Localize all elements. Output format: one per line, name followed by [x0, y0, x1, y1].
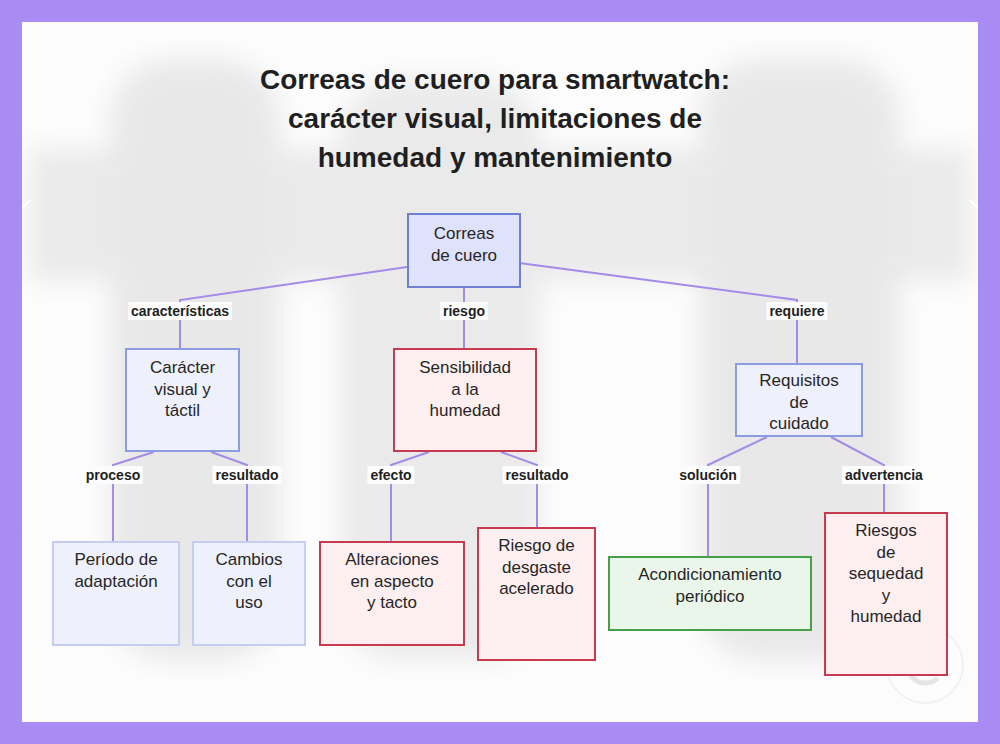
- edge-label: características: [128, 302, 232, 320]
- detail-box: Cambios con el uso: [192, 541, 306, 646]
- node-text: Correas de cuero: [428, 223, 500, 266]
- node-text: Alteraciones en aspecto y tacto: [345, 549, 440, 614]
- node-text: Cambios con el uso: [214, 549, 284, 614]
- node-text: Carácter visual y táctil: [138, 357, 228, 422]
- node-text: Requisitos de cuidado: [758, 370, 840, 435]
- risk-box: Sensibilidad a la humedad: [393, 348, 537, 452]
- edge-label: requiere: [766, 302, 827, 320]
- edge-label: resultado: [212, 466, 281, 484]
- connector-line: [708, 437, 767, 556]
- category-box: Requisitos de cuidado: [735, 363, 863, 437]
- node-text: Período de adaptación: [66, 549, 166, 592]
- category-box: Carácter visual y táctil: [125, 348, 240, 452]
- edge-label: resultado: [502, 466, 571, 484]
- edge-label: efecto: [367, 466, 414, 484]
- edge-label: riesgo: [440, 302, 488, 320]
- node-text: Riesgo de desgaste acelerado: [489, 535, 584, 600]
- node-text: Riesgos de sequedad y humedad: [846, 520, 926, 628]
- node-text: Acondicionamiento periódico: [615, 564, 805, 607]
- warning-box: Riesgos de sequedad y humedad: [824, 512, 948, 676]
- solution-box: Acondicionamiento periódico: [608, 556, 812, 631]
- connector-line: [521, 263, 797, 363]
- panel: [22, 22, 978, 722]
- detail-box: Período de adaptación: [52, 541, 180, 646]
- edge-label: proceso: [83, 466, 143, 484]
- connector-line: [501, 452, 537, 527]
- diagram-title: Correas de cuero para smartwatch: caráct…: [225, 60, 765, 177]
- risk-detail-box: Riesgo de desgaste acelerado: [477, 527, 596, 661]
- edge-label: solución: [676, 466, 740, 484]
- risk-detail-box: Alteraciones en aspecto y tacto: [319, 541, 465, 646]
- edge-label: advertencia: [842, 466, 926, 484]
- root-box: Correas de cuero: [407, 213, 521, 288]
- node-text: Sensibilidad a la humedad: [416, 357, 514, 422]
